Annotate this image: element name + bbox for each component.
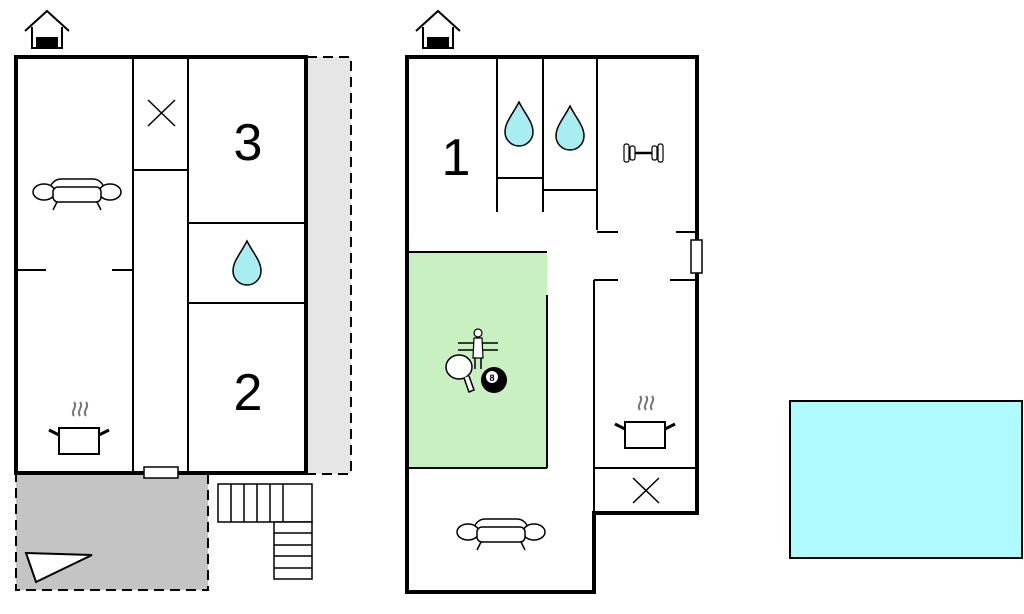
house-entrance-icon [24, 10, 70, 49]
room-number-3: 3 [234, 114, 263, 172]
left-building: 3 2 [14, 10, 352, 591]
table-football-icon [458, 328, 498, 369]
billiard-ball-icon: 8 [481, 367, 507, 393]
wc-cross-icon [147, 99, 176, 127]
cooking-pot-icon [47, 400, 111, 456]
game-room [409, 253, 547, 467]
water-drop-icon [504, 101, 534, 147]
door [143, 466, 179, 479]
room-number-2: 2 [234, 364, 263, 422]
dumbbell-icon [623, 143, 664, 163]
covered-area [306, 56, 352, 475]
wc-cross-icon [632, 477, 660, 504]
cooking-pot-icon [613, 394, 677, 450]
water-drop-icon [555, 105, 585, 151]
door [690, 239, 703, 274]
stairs-icon [217, 483, 313, 580]
svg-text:8: 8 [489, 373, 494, 383]
right-building: 1 8 [405, 10, 703, 594]
sofa-icon [456, 518, 546, 551]
terrace-triangle [24, 551, 93, 584]
water-drop-icon [232, 240, 262, 286]
house-entrance-icon [415, 10, 461, 49]
swimming-pool [789, 400, 1023, 559]
table-tennis-icon [445, 354, 475, 393]
sofa-icon [32, 178, 122, 211]
room-number-1: 1 [442, 129, 471, 187]
